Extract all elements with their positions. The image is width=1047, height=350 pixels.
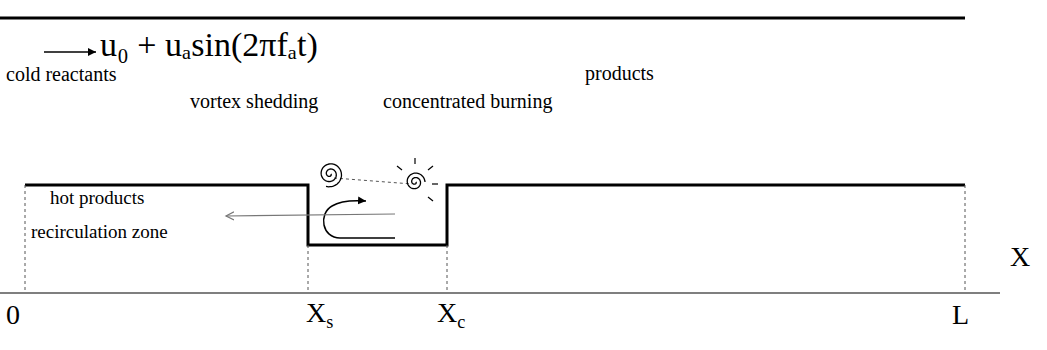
vortex-spirals (321, 164, 425, 189)
vortex-spiral (321, 164, 341, 187)
top-wall (0, 17, 965, 20)
region-label: recirculation zone (31, 222, 168, 243)
vortex-path (334, 178, 412, 184)
region-label: cold reactants (6, 63, 117, 85)
region-label: hot products (50, 188, 144, 209)
x-axis (0, 292, 1000, 293)
burning-rays (397, 158, 438, 201)
recirculation-arrow (324, 201, 395, 238)
hot-products-arrow (226, 214, 395, 216)
axis-tick-label: Xc (437, 298, 465, 329)
vortex-spiral (407, 173, 425, 189)
axis-tick-label: Xs (306, 298, 333, 329)
region-label: products (585, 62, 654, 84)
axis-tick-label: 0 (6, 300, 20, 331)
axis-label: X (1010, 242, 1030, 273)
feature-label: concentrated burning (383, 90, 552, 112)
axis-tick-label: L (952, 300, 969, 331)
flow-arrow (44, 51, 96, 53)
feature-label: vortex shedding (190, 90, 318, 112)
bottom-wall-cavity (25, 185, 965, 245)
guide-lines (25, 185, 965, 292)
flow-velocity-formula: u₀ + uₐsin(2πfₐt) (100, 26, 318, 63)
